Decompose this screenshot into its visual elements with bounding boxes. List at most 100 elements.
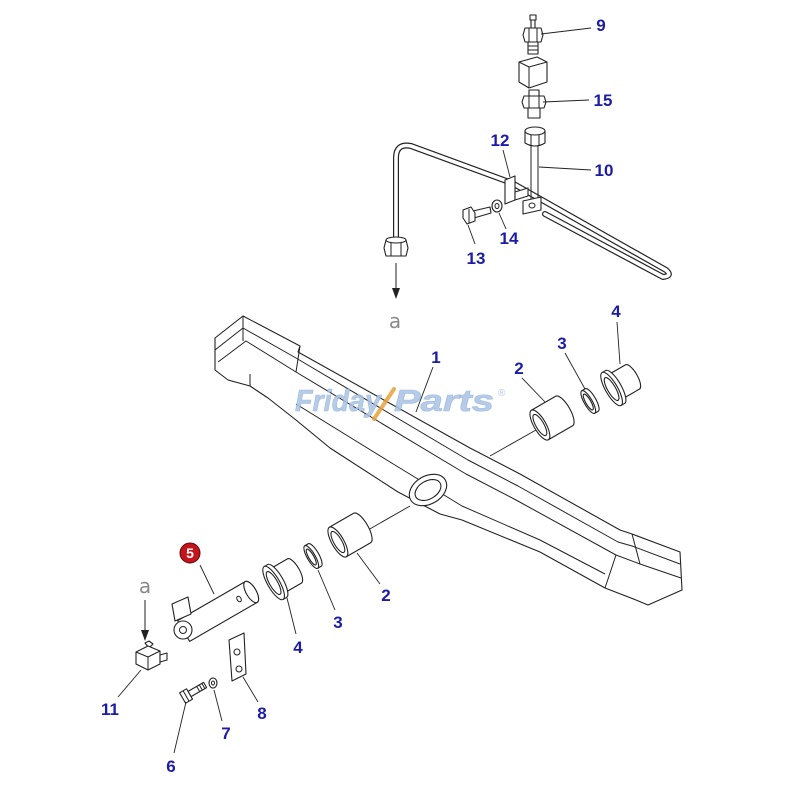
callout-15[interactable]: 15 (594, 91, 613, 110)
callout-2-lower[interactable]: 2 (381, 586, 390, 605)
bolt-shank (472, 206, 492, 219)
callout-8[interactable]: 8 (257, 704, 266, 723)
callout-5-highlighted[interactable]: 5 (179, 542, 201, 564)
flanged-bushing-part-lower (262, 558, 304, 601)
callout-4-upper[interactable]: 4 (611, 302, 621, 321)
callout-1[interactable]: 1 (431, 348, 440, 367)
pin-end (243, 580, 260, 604)
leader-line-2-lower (356, 552, 381, 585)
watermark-accent-slash (372, 387, 396, 421)
pin-cross-hole (236, 595, 242, 603)
block-body (518, 56, 548, 89)
nipple-tip (529, 14, 537, 21)
callout-5[interactable]: 5 (186, 545, 194, 561)
bar-outline (214, 315, 683, 606)
bar-top-edge (214, 327, 681, 565)
washer-hole (494, 203, 500, 209)
bushing-bore (330, 530, 346, 554)
clamp-hole (528, 202, 536, 209)
flange-bore (603, 377, 620, 401)
fitting-top (528, 89, 540, 97)
bolt-head-facet (182, 690, 190, 702)
bar-step-lines (242, 316, 641, 589)
nipple-thread (527, 41, 539, 55)
pipe-bracket-part (504, 175, 529, 205)
view-arrow-lower (141, 600, 149, 641)
watermark-brand-right: Parts (394, 383, 494, 418)
leader-line-4-upper (616, 321, 621, 365)
callout-2-upper[interactable]: 2 (514, 359, 523, 378)
washer-part-lower (208, 677, 218, 689)
leader-line-1 (415, 366, 434, 413)
nipple-hex-facets (528, 28, 538, 42)
seal-ring-part-lower (303, 543, 323, 569)
ring-bore (582, 393, 594, 411)
leader-line-5 (199, 564, 215, 595)
callout-14[interactable]: 14 (500, 229, 519, 248)
highlight-circle (179, 542, 201, 564)
seal-ring-part-upper (580, 388, 600, 414)
leader-line-2-upper (521, 377, 546, 403)
bushing-body (328, 512, 373, 558)
callout-9[interactable]: 9 (596, 16, 605, 35)
plate-body (228, 632, 247, 682)
plate-hole-upper (233, 648, 241, 656)
leader-line-3-upper (564, 352, 586, 390)
pin-lock-plate (171, 596, 192, 622)
leader-line-4-lower (286, 597, 297, 635)
tube-nut-top (524, 126, 546, 136)
washer-part (491, 199, 503, 213)
flanged-bushing-body (269, 558, 304, 594)
callout-3-lower[interactable]: 3 (333, 613, 342, 632)
pivot-pin-part (171, 580, 260, 642)
tube-nut-facets (530, 134, 540, 146)
pipe-clamp-part (522, 196, 542, 215)
leader-line-11 (117, 669, 142, 698)
callout-13[interactable]: 13 (467, 249, 486, 268)
grease-fitting-part (135, 640, 168, 671)
nipple-thread-lines (528, 45, 538, 51)
nipple-neck (530, 19, 536, 29)
callouts: 9 15 12 10 14 13 1 2 3 4 5 2 3 4 11 8 7 … (101, 16, 621, 776)
view-marker-lower: a (139, 574, 151, 598)
callout-10[interactable]: 10 (595, 161, 614, 180)
callout-6[interactable]: 6 (166, 757, 175, 776)
block-edges (518, 61, 548, 88)
callout-4-lower[interactable]: 4 (293, 638, 303, 657)
callout-11[interactable]: 11 (101, 700, 119, 719)
callout-7[interactable]: 7 (221, 724, 230, 743)
grease-line-assembly (383, 14, 672, 299)
ring-bore (305, 548, 317, 566)
bolt-shank (187, 681, 208, 698)
adapter-block-part (518, 56, 548, 89)
view-arrow-upper (392, 263, 400, 299)
bracket-tab (514, 187, 529, 201)
flange-bore (265, 571, 282, 595)
alignment-line-lower (367, 505, 411, 531)
pin-head (173, 620, 193, 640)
bar-lower-edge (295, 403, 606, 575)
arrow-down-icon (392, 288, 400, 299)
bar-bore (414, 478, 442, 502)
leader-line-14 (498, 212, 507, 230)
arrow-down-icon (141, 630, 149, 641)
fitting-nipple (159, 652, 168, 663)
leader-line-3-lower (317, 569, 336, 611)
alignment-line-upper (489, 429, 537, 457)
bolt-part-lower (179, 681, 208, 704)
equalizer-bar-part (214, 315, 683, 606)
callout-3-upper[interactable]: 3 (557, 334, 566, 353)
grease-nipple-part (522, 14, 544, 55)
watermark-registered-mark: ® (498, 388, 506, 399)
bushing-bore (532, 413, 548, 437)
leader-line-9 (540, 27, 592, 35)
bushing-part-upper (529, 395, 575, 441)
clamp-body (522, 196, 542, 215)
leader-line-13 (467, 224, 476, 245)
watermark-brand-left: Friday (295, 383, 383, 418)
fitting-hex (521, 95, 547, 109)
callout-12[interactable]: 12 (491, 131, 510, 150)
leader-line-6 (173, 701, 187, 754)
leader-lines (117, 27, 621, 754)
